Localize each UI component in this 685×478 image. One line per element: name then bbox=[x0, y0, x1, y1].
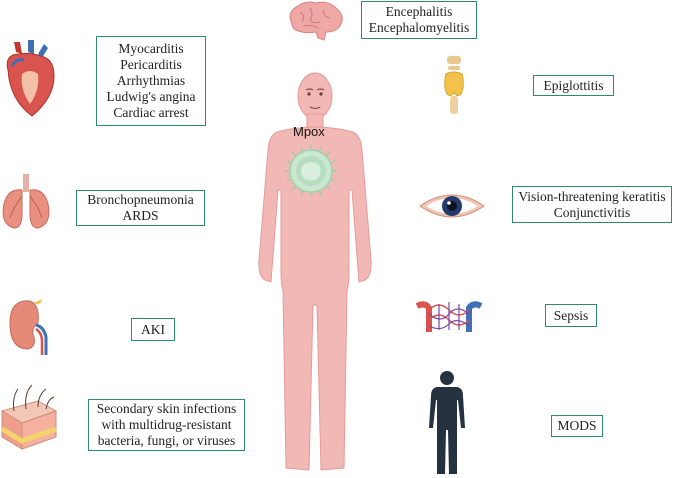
box-heart-line-2: Pericarditis bbox=[120, 57, 182, 72]
heart-icon bbox=[6, 40, 55, 117]
box-skin: Secondary skin infections with multidrug… bbox=[88, 399, 245, 451]
box-heart: Myocarditis Pericarditis Arrhythmias Lud… bbox=[96, 36, 206, 126]
center-title: Mpox bbox=[293, 124, 325, 139]
box-brain-line-1: Encephalitis bbox=[385, 4, 453, 19]
box-throat: Epiglottitis bbox=[533, 75, 614, 96]
box-body-line-1: MODS bbox=[557, 418, 597, 433]
box-skin-line-1: Secondary skin infections bbox=[96, 401, 237, 416]
human-silhouette-icon bbox=[429, 371, 465, 474]
box-heart-line-3: Arrhythmias bbox=[116, 73, 186, 88]
box-eye-line-1: Vision-threatening keratitis bbox=[518, 188, 666, 204]
skin-icon bbox=[0, 384, 58, 450]
lungs-icon bbox=[2, 174, 50, 229]
body-figure bbox=[258, 72, 372, 471]
box-skin-line-2: with multidrug-resistant bbox=[101, 417, 232, 432]
box-body: MODS bbox=[551, 415, 603, 437]
eye-icon bbox=[419, 194, 485, 218]
box-heart-line-5: Cardiac arrest bbox=[113, 105, 189, 120]
virus-icon bbox=[285, 145, 337, 197]
thyroid-icon bbox=[444, 56, 464, 114]
box-eye: Vision-threatening keratitis Conjunctivi… bbox=[512, 186, 672, 223]
kidney-icon bbox=[9, 299, 48, 355]
box-kidney: AKI bbox=[131, 318, 175, 341]
box-skin-line-3: bacteria, fungi, or viruses bbox=[97, 433, 236, 448]
box-heart-line-4: Ludwig's angina bbox=[106, 89, 196, 104]
box-lungs: Bronchopneumonia ARDS bbox=[76, 190, 205, 226]
box-kidney-line-1: AKI bbox=[141, 321, 165, 337]
box-throat-line-1: Epiglottitis bbox=[543, 77, 604, 93]
box-lungs-line-1: Bronchopneumonia bbox=[87, 192, 194, 207]
box-vessels-line-1: Sepsis bbox=[553, 307, 589, 323]
box-brain: Encephalitis Encephalomyelitis bbox=[361, 1, 477, 39]
blood-vessels-icon bbox=[415, 301, 483, 332]
box-eye-line-2: Conjunctivitis bbox=[553, 204, 631, 220]
box-lungs-line-2: ARDS bbox=[122, 208, 159, 223]
brain-icon bbox=[289, 1, 343, 41]
box-brain-line-2: Encephalomyelitis bbox=[368, 20, 470, 35]
box-vessels: Sepsis bbox=[545, 304, 597, 327]
box-heart-line-1: Myocarditis bbox=[118, 41, 184, 56]
